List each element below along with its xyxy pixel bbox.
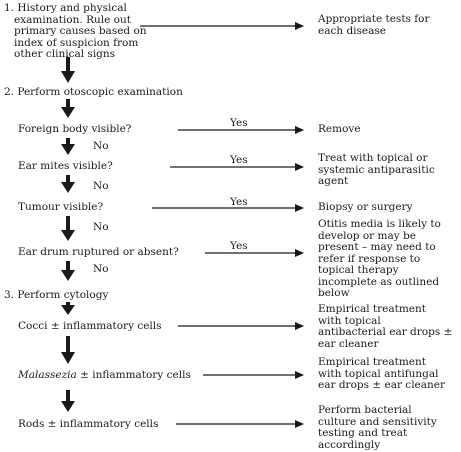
- step1-line: index of suspicion from: [14, 36, 139, 49]
- malassezia-rest: ± inflammatory cells: [76, 369, 191, 381]
- down-arrow-3: [61, 138, 75, 155]
- yes-label-ear-drum: Yes: [230, 240, 248, 252]
- down-arrow-4: [61, 175, 75, 193]
- step3-cytology: 3. Perform cytology: [4, 289, 109, 301]
- step1-line: other clinical signs: [14, 48, 116, 60]
- cytology-rods: Rods ± inflammatory cells: [18, 418, 159, 430]
- question-ear-mites: Ear mites visible?: [18, 160, 113, 172]
- outcome-antibacterial: Empirical treatment with topical antibac…: [318, 303, 453, 350]
- down-arrow-8: [61, 336, 75, 364]
- step1-history-box: 1. History and physical examination. Rul…: [4, 2, 147, 61]
- outcome-antifungal: Empirical treatment with topical antifun…: [318, 356, 446, 391]
- outcome-biopsy: Biopsy or surgery: [318, 201, 413, 213]
- malassezia-name: Malassezia: [18, 369, 77, 381]
- yes-label-foreign-body: Yes: [230, 117, 248, 129]
- outcome-antiparasitic: Treat with topical or systemic antiparas…: [318, 152, 435, 187]
- down-arrow-1: [61, 57, 75, 83]
- question-tumour: Tumour visible?: [18, 201, 104, 213]
- no-label-ear-mites: No: [93, 180, 109, 192]
- down-arrow-7: [61, 302, 75, 315]
- step2-otoscopic: 2. Perform otoscopic examination: [4, 86, 183, 98]
- no-label-foreign-body: No: [93, 140, 109, 152]
- outcome-remove: Remove: [318, 123, 361, 135]
- step1-line: primary causes based on: [14, 25, 147, 37]
- cytology-cocci: Cocci ± inflammatory cells: [18, 320, 162, 332]
- down-arrow-2: [61, 99, 75, 118]
- no-label-tumour: No: [93, 221, 109, 233]
- down-arrow-5: [61, 216, 75, 241]
- step1-line: examination. Rule out: [14, 13, 131, 26]
- down-arrow-6: [61, 261, 75, 281]
- cytology-malassezia: Malassezia ± inflammatory cells: [18, 369, 191, 381]
- question-foreign-body: Foreign body visible?: [18, 123, 132, 135]
- outcome-appropriate-tests: Appropriate tests for each disease: [318, 13, 430, 37]
- question-ear-drum: Ear drum ruptured or absent?: [18, 246, 179, 258]
- down-arrow-9: [61, 390, 75, 412]
- step1-line: 1. History and physical: [4, 2, 127, 14]
- yes-label-tumour: Yes: [230, 196, 248, 208]
- yes-label-ear-mites: Yes: [230, 154, 248, 166]
- no-label-ear-drum: No: [93, 263, 109, 275]
- outcome-otitis-media: Otitis media is likely to develop or may…: [318, 218, 441, 299]
- outcome-bacterial-culture: Perform bacterial culture and sensitivit…: [318, 404, 437, 451]
